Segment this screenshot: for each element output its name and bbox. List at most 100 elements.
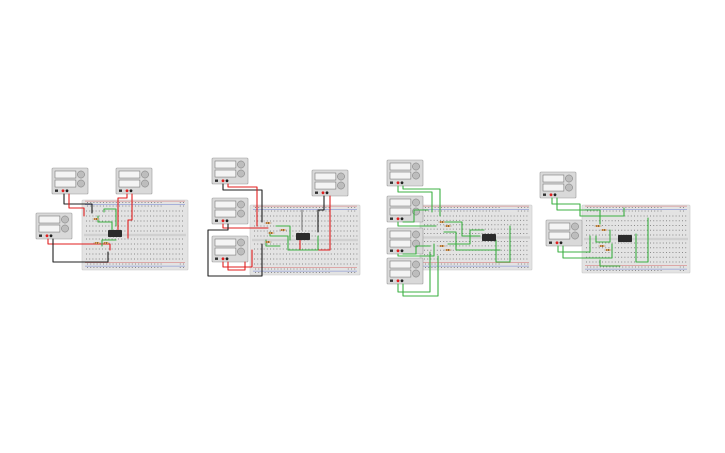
terminal-hole [356, 235, 358, 237]
terminal-hole [640, 247, 642, 249]
terminal-hole [169, 220, 171, 222]
terminal-hole [102, 258, 103, 260]
terminal-hole [430, 233, 432, 234]
terminal-hole [472, 254, 473, 256]
rail-hole [606, 266, 608, 268]
terminal-hole [468, 245, 470, 247]
terminal-hole [324, 225, 326, 227]
terminal-hole [270, 225, 271, 227]
terminal-hole [134, 248, 135, 250]
rail-hole [457, 207, 458, 208]
resistor-body [94, 242, 100, 244]
rail-hole [315, 272, 317, 273]
rail-hole [683, 270, 684, 271]
terminal-hole [526, 219, 528, 221]
terminal-hole [523, 258, 525, 260]
terminal-hole [630, 229, 632, 231]
terminal-hole [172, 258, 174, 260]
terminal-hole [662, 252, 664, 253]
terminal-hole [669, 242, 671, 244]
rail-hole [453, 210, 455, 212]
terminal-hole [162, 230, 164, 232]
rail-hole [425, 207, 426, 208]
terminal-hole [602, 261, 603, 263]
ic-chip-body [482, 234, 496, 241]
rail-hole [267, 207, 269, 208]
terminal-hole [497, 254, 499, 256]
terminal-hole [286, 220, 287, 222]
terminal-hole [494, 254, 496, 256]
terminal-hole [343, 215, 345, 217]
terminal-hole [260, 225, 262, 227]
terminal-hole [640, 234, 642, 236]
terminal-hole [634, 229, 635, 231]
rail-hole [258, 272, 260, 273]
terminal-hole [504, 219, 505, 221]
terminal-hole [330, 258, 332, 260]
rail-hole [319, 210, 320, 212]
terminal-hole [650, 234, 651, 236]
terminal-hole [334, 263, 335, 265]
rail-hole [521, 210, 522, 212]
rail-hole [631, 210, 633, 212]
terminal-hole [516, 241, 518, 242]
ic-chip [482, 233, 496, 242]
terminal-hole [662, 225, 664, 226]
terminal-hole [169, 210, 171, 212]
rail-hole [255, 272, 256, 273]
rail-hole [619, 207, 620, 208]
rail-hole [638, 266, 640, 268]
terminal-hole [89, 253, 91, 255]
rail-hole [280, 207, 282, 208]
power-supply-knob [237, 238, 245, 247]
terminal-hole [86, 248, 87, 250]
terminal-hole [640, 242, 642, 244]
power-supply-knob [77, 170, 85, 179]
terminal-hole [127, 210, 129, 212]
terminal-hole [595, 261, 597, 263]
terminal-hole [343, 230, 345, 232]
terminal-hole [353, 215, 355, 217]
terminal-hole [140, 238, 142, 240]
rail-hole [495, 210, 497, 212]
terminal-hole [685, 242, 687, 244]
rail-hole [524, 207, 526, 208]
terminal-hole [270, 220, 271, 222]
power-supply-terminal-positive [45, 234, 49, 238]
terminal-hole [675, 229, 677, 231]
terminal-hole [653, 215, 655, 217]
rail-hole [128, 205, 130, 207]
terminal-hole [156, 253, 158, 255]
rail-hole [264, 210, 266, 212]
terminal-hole [279, 253, 281, 255]
resistor-body [93, 218, 99, 220]
terminal-hole [500, 215, 502, 217]
terminal-hole [324, 243, 326, 245]
terminal-hole [98, 220, 100, 222]
terminal-hole [462, 215, 464, 217]
power-supply-terminal-negative [553, 193, 557, 197]
terminal-hole [459, 245, 461, 247]
rail-hole [431, 267, 433, 268]
terminal-hole [159, 230, 161, 232]
terminal-hole [166, 210, 167, 212]
rail-hole [457, 263, 458, 265]
terminal-hole [484, 215, 486, 217]
rail-hole [112, 267, 114, 268]
terminal-hole [350, 215, 351, 217]
rail-hole [351, 210, 352, 212]
rail-hole [154, 205, 156, 207]
rail-hole [657, 207, 659, 208]
rail-hole [328, 272, 330, 273]
terminal-hole [494, 219, 496, 221]
terminal-hole [526, 233, 528, 234]
rail-hole [447, 263, 449, 265]
terminal-hole [343, 263, 345, 265]
resistor [92, 218, 100, 220]
terminal-hole [440, 233, 441, 234]
power-supply-switch [390, 181, 393, 184]
terminal-hole [286, 248, 287, 250]
terminal-hole [111, 248, 113, 250]
terminal-hole [182, 258, 183, 260]
terminal-hole [440, 228, 441, 230]
